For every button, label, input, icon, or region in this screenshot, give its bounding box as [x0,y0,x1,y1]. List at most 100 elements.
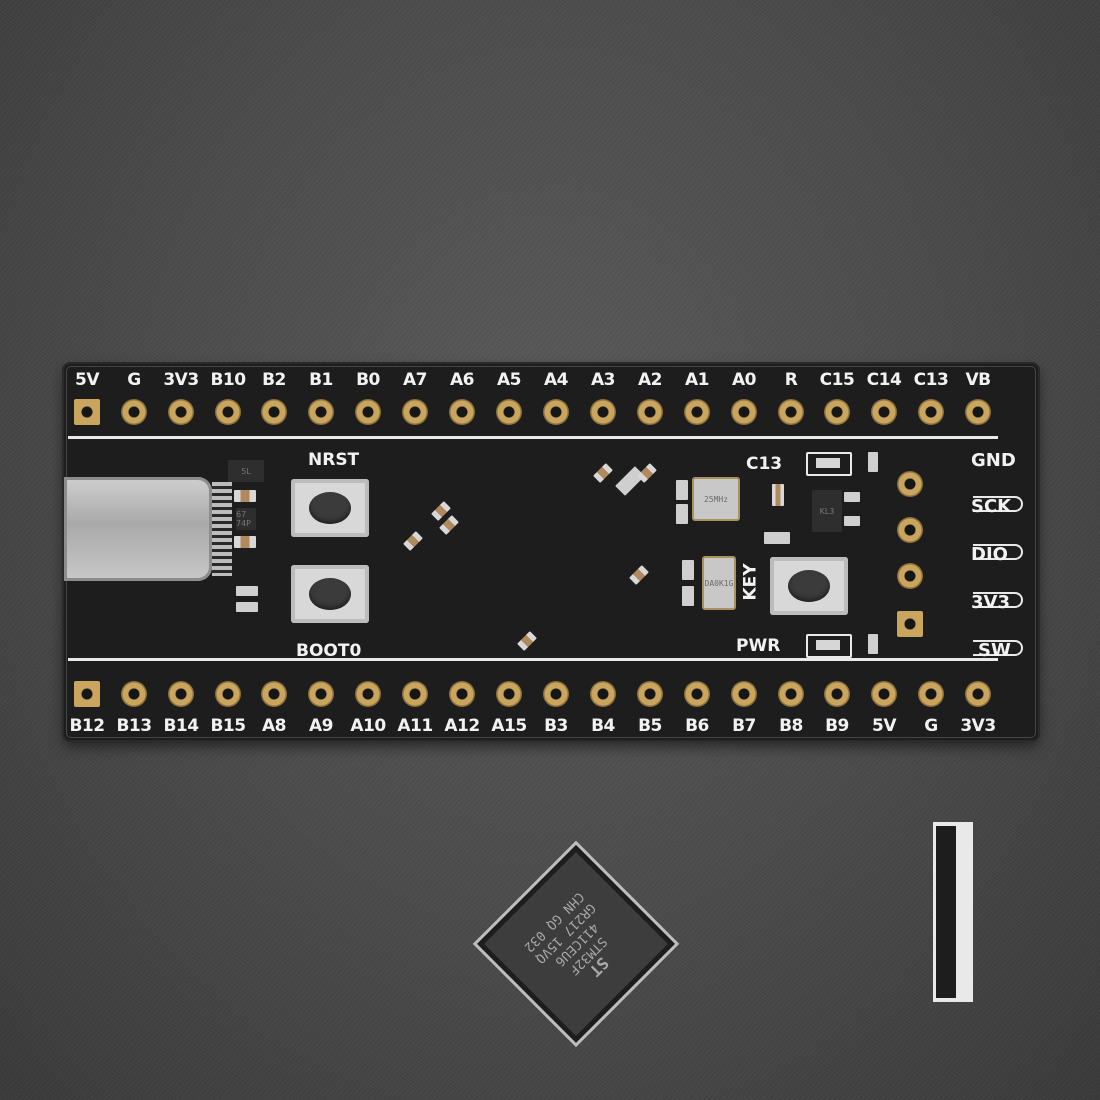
pin-label: A8 [262,716,287,736]
pin-label: A11 [397,716,433,736]
pin-label: VB [965,370,991,390]
pin-label: A12 [444,716,480,736]
pin-pad [449,681,475,707]
pin-pad [74,399,100,425]
pin-label: 3V3 [163,370,199,390]
pin-pad [965,681,991,707]
nrst-button[interactable] [291,479,369,537]
pin-pad [402,399,428,425]
lse-crystal: DA0K1G [702,556,736,610]
capacitor [517,631,537,651]
pin-pad [261,681,287,707]
pin-pad [168,399,194,425]
capacitor [772,484,784,506]
swd-label-sw: SW [978,640,1011,661]
pin-pad [590,681,616,707]
resistor [868,452,878,472]
pwr-led-label: PWR [736,636,781,656]
nrst-label: NRST [308,450,360,470]
usb-c-pins [212,482,232,576]
key-label: KEY [740,563,761,601]
voltage-regulator: KL3 [812,490,842,532]
pin-label: A15 [491,716,527,736]
capacitor [234,490,256,502]
pin-pad [215,399,241,425]
button-cap [788,570,830,602]
pin-pad [824,399,850,425]
usb-c-connector [64,477,212,581]
pin-pad [684,681,710,707]
pin-pad [121,681,147,707]
pin-label: 3V3 [960,716,996,736]
pin-pad [496,681,522,707]
resistor [236,586,258,596]
capacitor [676,504,688,524]
pin-label: B15 [210,716,246,736]
pin-pad [543,681,569,707]
swd-arrow [973,592,1023,608]
pad [844,492,860,502]
pin-pad [168,681,194,707]
pin-label: B3 [544,716,568,736]
swd-arrow [973,640,1023,656]
pwr-led [806,634,852,658]
pin-label: B14 [163,716,199,736]
pin-label: B9 [825,716,849,736]
capacitor [682,560,694,580]
pin-label: B2 [262,370,286,390]
pin-pad [449,399,475,425]
hse-crystal: 25MHz [692,477,740,521]
pin-pad [824,681,850,707]
pin-pad [684,399,710,425]
swd-silkscreen-bar [936,826,956,998]
pin-pad [308,681,334,707]
pin-label: G [127,370,141,390]
pin-label: A9 [309,716,334,736]
diode: 5L [228,460,264,482]
pin-pad [308,399,334,425]
capacitor [593,463,613,483]
pin-label: B5 [638,716,662,736]
pin-pad [731,681,757,707]
pin-pad [871,399,897,425]
pin-label: A10 [350,716,386,736]
pin-label: B0 [356,370,380,390]
boot0-button[interactable] [291,565,369,623]
pin-label: A0 [732,370,757,390]
pin-label: B10 [210,370,246,390]
pin-pad [74,681,100,707]
pin-label: 5V [872,716,897,736]
pin-pad [637,681,663,707]
swd-pad-sck [897,517,923,543]
swd-pad-3v3 [897,611,923,637]
swd-label-3v3: 3V3 [971,592,1010,613]
resistor [236,602,258,612]
pin-label: B4 [591,716,615,736]
capacitor [439,515,459,535]
pin-pad [637,399,663,425]
capacitor [676,480,688,500]
pin-pad [355,399,381,425]
key-button[interactable] [770,557,848,615]
swd-pad-gnd [897,471,923,497]
resistor [764,532,790,544]
pin-pad [543,399,569,425]
pin-pad [965,399,991,425]
pin-pad [590,399,616,425]
pin-pad [731,399,757,425]
swd-arrow [973,544,1023,560]
pin-label: B7 [732,716,756,736]
pin-label: B13 [116,716,152,736]
capacitor [234,536,256,548]
pin-label: R [784,370,798,390]
pin-label: A6 [450,370,475,390]
pin-pad [496,399,522,425]
pin-label: C15 [819,370,855,390]
pin-pad [121,399,147,425]
esd-ic: 67 74P [236,508,256,530]
swd-arrow [973,496,1023,512]
silkscreen-divider-top [68,436,998,439]
pin-label: G [924,716,938,736]
pin-pad [355,681,381,707]
pin-label: B6 [685,716,709,736]
